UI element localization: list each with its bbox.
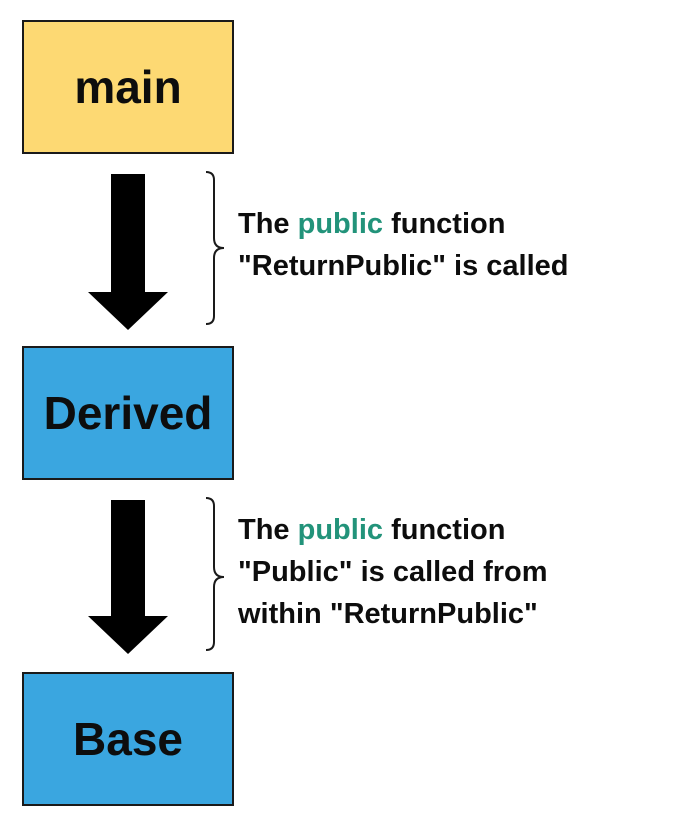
- call-note-2-line-1: The public function: [238, 509, 548, 551]
- call-note-1-prefix: The: [238, 208, 298, 240]
- brace-call-1: [205, 171, 225, 325]
- call-note-1-suffix: function: [383, 208, 506, 240]
- call-note-1-keyword: public: [297, 208, 384, 240]
- derived-node-label: Derived: [43, 387, 213, 439]
- base-node-label: Base: [73, 713, 183, 765]
- call-note-2-line-2: "Public" is called from: [238, 556, 548, 588]
- arrow-main-to-derived: [88, 174, 168, 330]
- main-node-label: main: [74, 61, 182, 113]
- call-note-2: The public function "Public" is called f…: [238, 509, 548, 635]
- call-note-2-prefix: The: [238, 514, 298, 546]
- call-note-1: The public function "ReturnPublic" is ca…: [238, 203, 568, 287]
- brace-call-2: [205, 497, 225, 651]
- call-note-2-suffix: function: [383, 514, 506, 546]
- arrow-derived-to-base: [88, 500, 168, 654]
- call-note-2-keyword: public: [297, 514, 384, 546]
- derived-node: Derived: [22, 346, 234, 480]
- main-node: main: [22, 20, 234, 154]
- call-note-1-line-1: The public function: [238, 203, 568, 245]
- call-note-1-line-2: "ReturnPublic" is called: [238, 250, 569, 282]
- call-note-2-line-3: within "ReturnPublic": [238, 598, 538, 630]
- base-node: Base: [22, 672, 234, 806]
